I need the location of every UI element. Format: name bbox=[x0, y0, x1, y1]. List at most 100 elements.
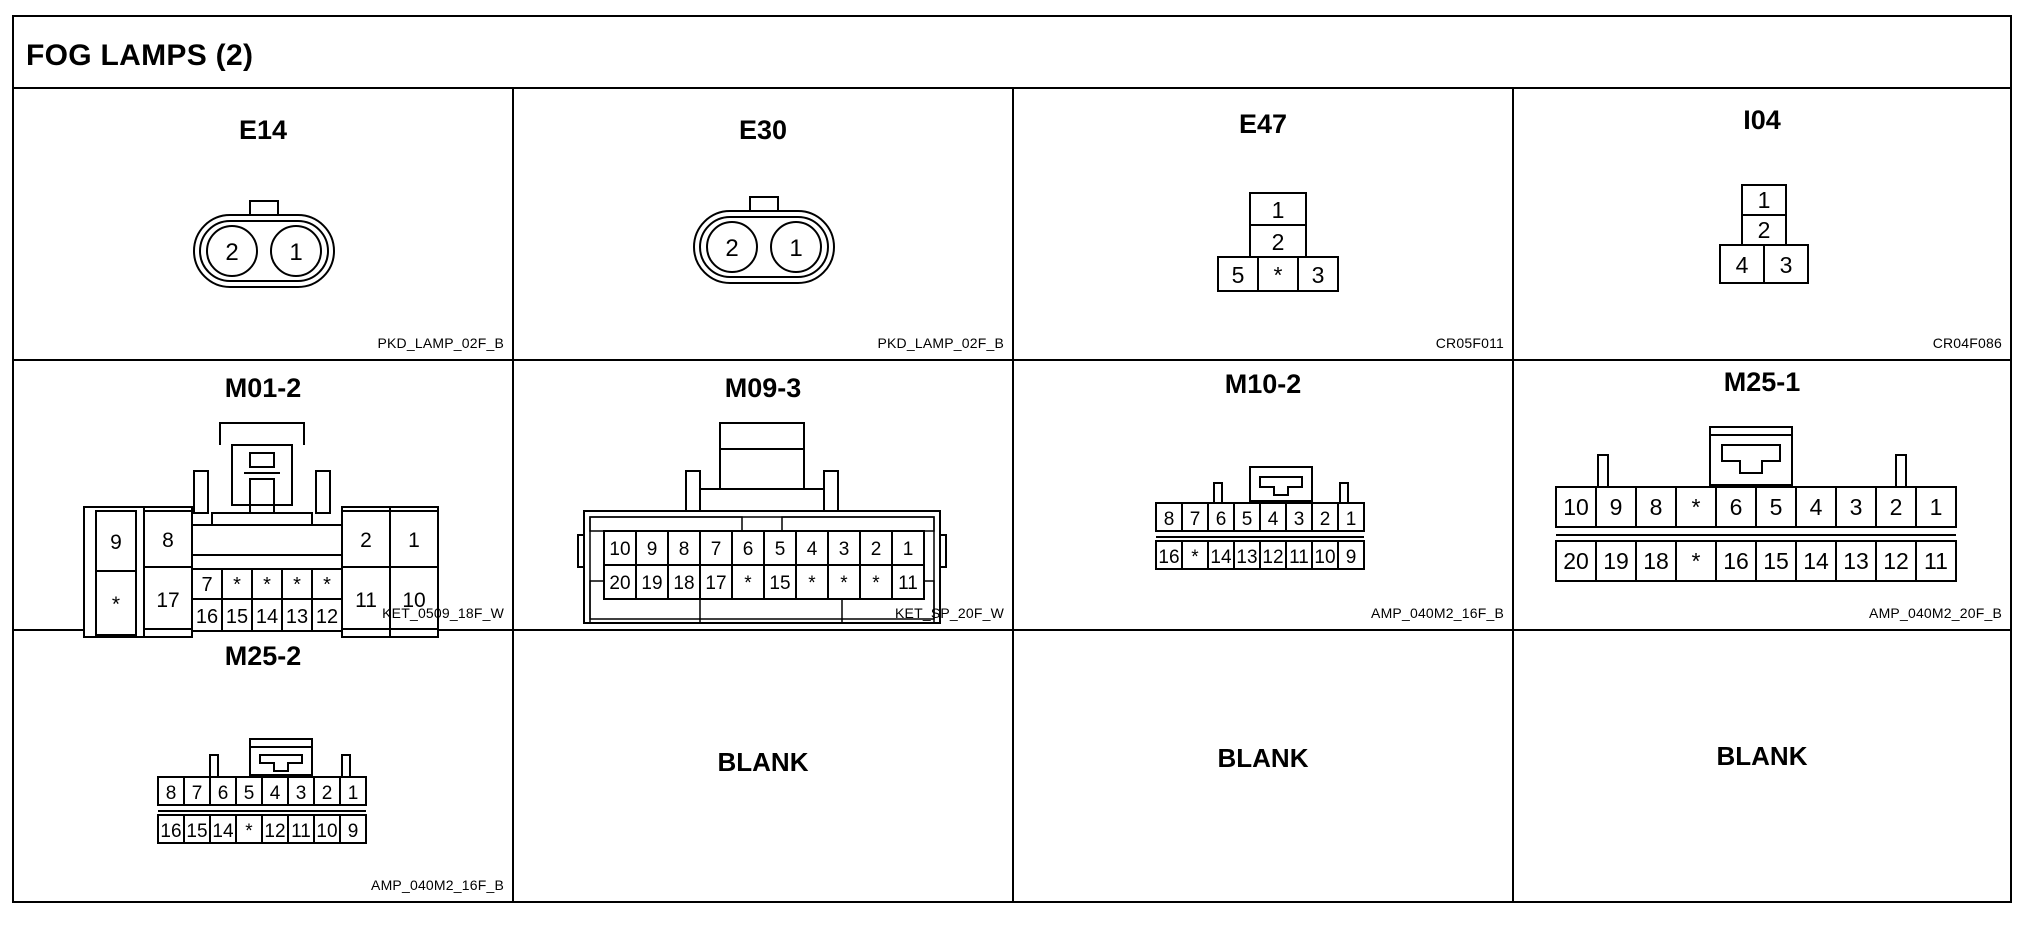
connector-part-code: KET_0509_18F_W bbox=[382, 605, 504, 621]
pin-label: 10 bbox=[1314, 547, 1335, 568]
pin-label: 1 bbox=[789, 235, 802, 262]
pin-label: 2 bbox=[1272, 229, 1285, 255]
pin-label: 12 bbox=[316, 606, 338, 628]
pin-label: * bbox=[808, 573, 816, 594]
pin-label: 15 bbox=[186, 821, 207, 842]
pin-label: 2 bbox=[871, 539, 882, 560]
connector-id: M10-2 bbox=[1224, 369, 1302, 399]
pin-label: 13 bbox=[286, 606, 308, 628]
pin-label: 11 bbox=[355, 589, 377, 612]
connector-cell-m10-2: M10-2 8 7 6 5 bbox=[1014, 361, 1514, 631]
title-bar: FOG LAMPS (2) bbox=[14, 17, 2010, 89]
connector-diagram-m10-2: 8 7 6 5 4 3 2 1 16 * 14 13 12 11 10 9 bbox=[1155, 466, 1365, 570]
pin-label: 13 bbox=[1843, 548, 1869, 574]
connector-part-code: AMP_040M2_16F_B bbox=[1371, 605, 1504, 621]
connector-sheet: FOG LAMPS (2) E14 2 1 PKD_LAMP_02F_B E30… bbox=[12, 15, 2012, 903]
connector-diagram-m01-2: 9 8 2 1 7 * * * * * 17 11 10 16 15 14 13… bbox=[83, 422, 439, 638]
pin-label: 5 bbox=[1242, 509, 1253, 530]
pin-label: 11 bbox=[1289, 547, 1309, 568]
pin-label: 16 bbox=[1158, 547, 1179, 568]
connector-diagram-e14: 2 1 bbox=[193, 200, 335, 288]
pin-label: 8 bbox=[1650, 494, 1663, 520]
connector-cell-m01-2: M01-2 bbox=[14, 361, 514, 638]
pin-label: 4 bbox=[1810, 494, 1823, 520]
pin-label: 8 bbox=[1164, 509, 1175, 530]
pin-label: 19 bbox=[641, 573, 662, 594]
pin-label: 19 bbox=[1603, 548, 1629, 574]
pin-label: 13 bbox=[1236, 547, 1257, 568]
blank-label: BLANK bbox=[717, 747, 809, 777]
pin-label: * bbox=[245, 821, 253, 842]
pin-label: 2 bbox=[360, 529, 372, 552]
connector-id: M25-2 bbox=[224, 641, 302, 671]
pin-label: 16 bbox=[160, 821, 181, 842]
pin-label: * bbox=[233, 574, 241, 596]
connector-id: M25-1 bbox=[1723, 367, 1801, 397]
pin-label: 11 bbox=[898, 573, 918, 594]
pin-label: 5 bbox=[775, 539, 786, 560]
blank-cell: BLANK bbox=[1514, 631, 2010, 901]
pin-label: 2 bbox=[1890, 494, 1903, 520]
connector-part-code: AMP_040M2_20F_B bbox=[1869, 605, 2002, 621]
pin-label: 18 bbox=[673, 573, 694, 594]
pin-label: 4 bbox=[807, 539, 818, 560]
pin-label: * bbox=[1191, 547, 1199, 568]
connector-diagram-m09-3: 10 9 8 7 6 5 4 3 2 1 20 19 18 17 * 15 * … bbox=[577, 422, 947, 624]
connector-id: E30 bbox=[738, 115, 788, 145]
pin-label: 6 bbox=[1216, 509, 1227, 530]
pin-label: 9 bbox=[348, 821, 359, 842]
connector-cell-e30: E30 2 1 PKD_LAMP_02F_B bbox=[514, 89, 1014, 361]
connector-part-code: AMP_040M2_16F_B bbox=[371, 877, 504, 893]
pin-label: 1 bbox=[1272, 197, 1285, 223]
pin-label: 3 bbox=[1312, 262, 1325, 288]
pin-label: 5 bbox=[1232, 262, 1245, 288]
blank-cell: BLANK bbox=[514, 631, 1014, 901]
pin-label: 15 bbox=[1763, 548, 1789, 574]
connector-cell-m25-1: M25-1 10 9 bbox=[1514, 361, 2010, 631]
pin-label: 17 bbox=[705, 573, 726, 594]
pin-label: * bbox=[293, 574, 301, 596]
connector-diagram-e30: 2 1 bbox=[693, 196, 835, 284]
pin-label: 1 bbox=[408, 529, 420, 552]
connector-diagram-e47: 1 2 5 * 3 bbox=[1217, 192, 1339, 292]
page-title: FOG LAMPS (2) bbox=[26, 39, 254, 72]
blank-label: BLANK bbox=[1217, 743, 1309, 773]
pin-label: 2 bbox=[1758, 217, 1771, 243]
pin-label: 10 bbox=[402, 589, 425, 612]
pin-label: 1 bbox=[289, 239, 302, 266]
connector-cell-i04: I04 1 2 4 3 CR04F086 bbox=[1514, 89, 2010, 361]
connector-part-code: CR04F086 bbox=[1932, 335, 2002, 351]
pin-label: 2 bbox=[225, 239, 238, 266]
pin-label: 10 bbox=[609, 539, 630, 560]
pin-label: 8 bbox=[162, 529, 174, 552]
connector-part-code: PKD_LAMP_02F_B bbox=[877, 335, 1004, 351]
pin-label: 6 bbox=[743, 539, 754, 560]
pin-label: 17 bbox=[156, 589, 179, 612]
pin-label: * bbox=[1692, 494, 1701, 520]
pin-label: 1 bbox=[903, 539, 914, 560]
pin-label: 8 bbox=[679, 539, 690, 560]
pin-label: 3 bbox=[1294, 509, 1305, 530]
pin-label: 12 bbox=[1262, 547, 1283, 568]
pin-label: 15 bbox=[226, 606, 248, 628]
pin-label: * bbox=[872, 573, 880, 594]
pin-label: 7 bbox=[201, 574, 212, 596]
pin-label: 14 bbox=[1210, 547, 1232, 568]
pin-label: 7 bbox=[1190, 509, 1201, 530]
pin-label: * bbox=[1274, 262, 1283, 288]
connector-part-code: CR05F011 bbox=[1435, 335, 1504, 351]
pin-label: 9 bbox=[647, 539, 658, 560]
pin-label: 3 bbox=[296, 783, 307, 804]
connector-id: I04 bbox=[1743, 105, 1781, 135]
connector-cell-m09-3: M09-3 bbox=[514, 361, 1014, 631]
pin-label: 9 bbox=[1346, 547, 1357, 568]
pin-label: 2 bbox=[1320, 509, 1331, 530]
pin-label: 3 bbox=[839, 539, 850, 560]
pin-label: 20 bbox=[609, 573, 630, 594]
pin-label: * bbox=[112, 593, 120, 616]
pin-label: 10 bbox=[1563, 494, 1589, 520]
blank-label: BLANK bbox=[1716, 741, 1808, 771]
pin-label: 1 bbox=[348, 783, 359, 804]
pin-label: 14 bbox=[212, 821, 234, 842]
connector-diagram-m25-1: 10 9 8 * 6 5 4 3 2 1 20 19 18 * 16 15 14… bbox=[1555, 426, 1957, 582]
